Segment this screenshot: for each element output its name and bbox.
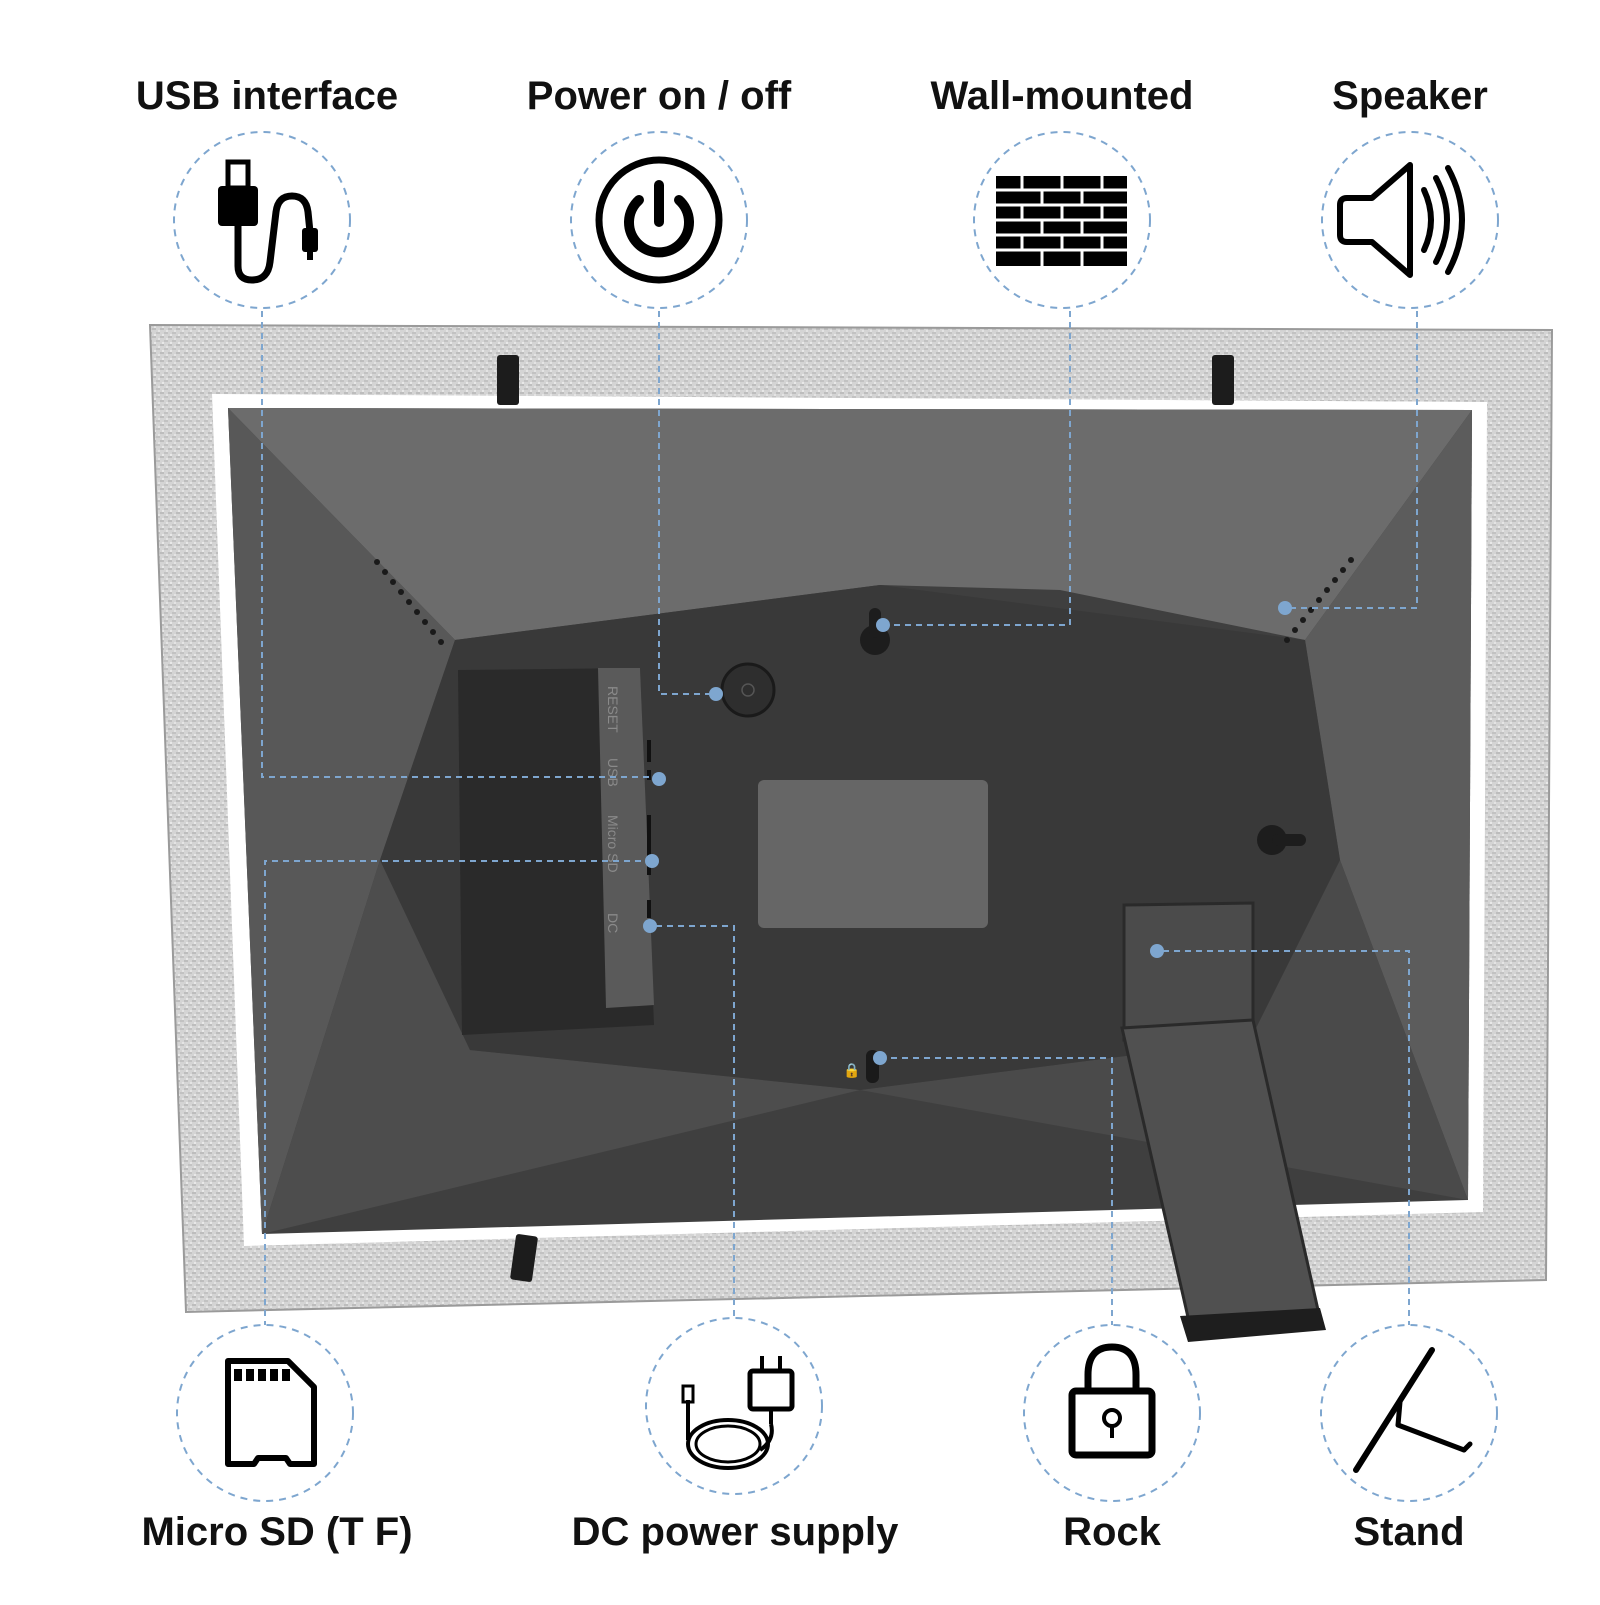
label-usb-interface: USB interface: [135, 74, 399, 118]
power-button[interactable]: [720, 662, 776, 718]
padlock-icon: [1068, 1343, 1156, 1459]
port-label-dc: DC: [605, 913, 621, 933]
bottom-clip: [510, 1234, 538, 1282]
dot-microsd: [645, 854, 659, 868]
circle-microsd: [176, 1324, 354, 1502]
label-stand: Stand: [1353, 1510, 1465, 1554]
leader-power: [658, 300, 716, 695]
circle-usb: [173, 131, 351, 309]
speaker-icon: [1337, 162, 1465, 278]
stand-top: [1122, 901, 1255, 1042]
wall-keyhole-right: [1257, 825, 1306, 855]
label-micro-sd: Micro SD (T F): [141, 1510, 413, 1554]
port-strip: [598, 668, 654, 1008]
label-wall-mounted: Wall-mounted: [930, 74, 1194, 118]
port-label-reset: RESET: [605, 686, 621, 733]
top-clip-left: [497, 355, 519, 405]
circle-rock: [1023, 1324, 1201, 1502]
dot-power: [709, 687, 723, 701]
leader-wall: [883, 300, 1071, 626]
photo-frame: RESET USB Micro SD DC 🔒: [148, 323, 1554, 1342]
dot-wall: [876, 618, 890, 632]
dot-stand: [1150, 944, 1164, 958]
dot-rock: [873, 1051, 887, 1065]
label-power-on-off: Power on / off: [526, 74, 792, 118]
top-facet: [228, 408, 1472, 640]
circle-stand: [1320, 1324, 1498, 1502]
dot-usb: [652, 772, 666, 786]
leader-microsd: [264, 860, 650, 1327]
stand-foot: [1180, 1308, 1326, 1342]
leader-stand: [1157, 950, 1410, 1327]
port-label-usb: USB: [605, 758, 621, 787]
leader-rock: [880, 1057, 1113, 1327]
top-clip-right: [1212, 355, 1234, 405]
power-adapter-icon: [681, 1356, 795, 1470]
leader-dots: [643, 601, 1292, 1065]
label-rock: Rock: [1063, 1510, 1161, 1554]
speaker-grille-right: [1284, 557, 1354, 643]
power-icon: [595, 156, 723, 284]
brick-wall-icon: [996, 176, 1127, 266]
port-label-microsd: Micro SD: [605, 815, 621, 873]
wall-keyhole-top: [860, 608, 890, 655]
lock-glyph: 🔒: [843, 1063, 860, 1079]
label-dc-power-supply: DC power supply: [571, 1510, 899, 1554]
sd-card-icon: [225, 1358, 317, 1467]
power-button-mark: [741, 683, 755, 697]
port-slots: [647, 740, 651, 918]
leader-speaker: [1285, 300, 1418, 609]
dot-speaker: [1278, 601, 1292, 615]
label-speaker: Speaker: [1332, 74, 1488, 118]
dot-dc: [643, 919, 657, 933]
leader-lines: [261, 300, 1418, 1327]
bottom-left-facet: [262, 860, 860, 1234]
stand-icon: [1353, 1347, 1473, 1473]
speaker-grille-left: [374, 559, 444, 645]
leader-usb: [261, 300, 655, 778]
bottom-right-facet: [860, 860, 1468, 1200]
leader-dc: [650, 925, 735, 1327]
label-plate: [758, 780, 988, 928]
usb-cable-icon: [218, 159, 318, 284]
left-facet: [228, 408, 455, 1234]
